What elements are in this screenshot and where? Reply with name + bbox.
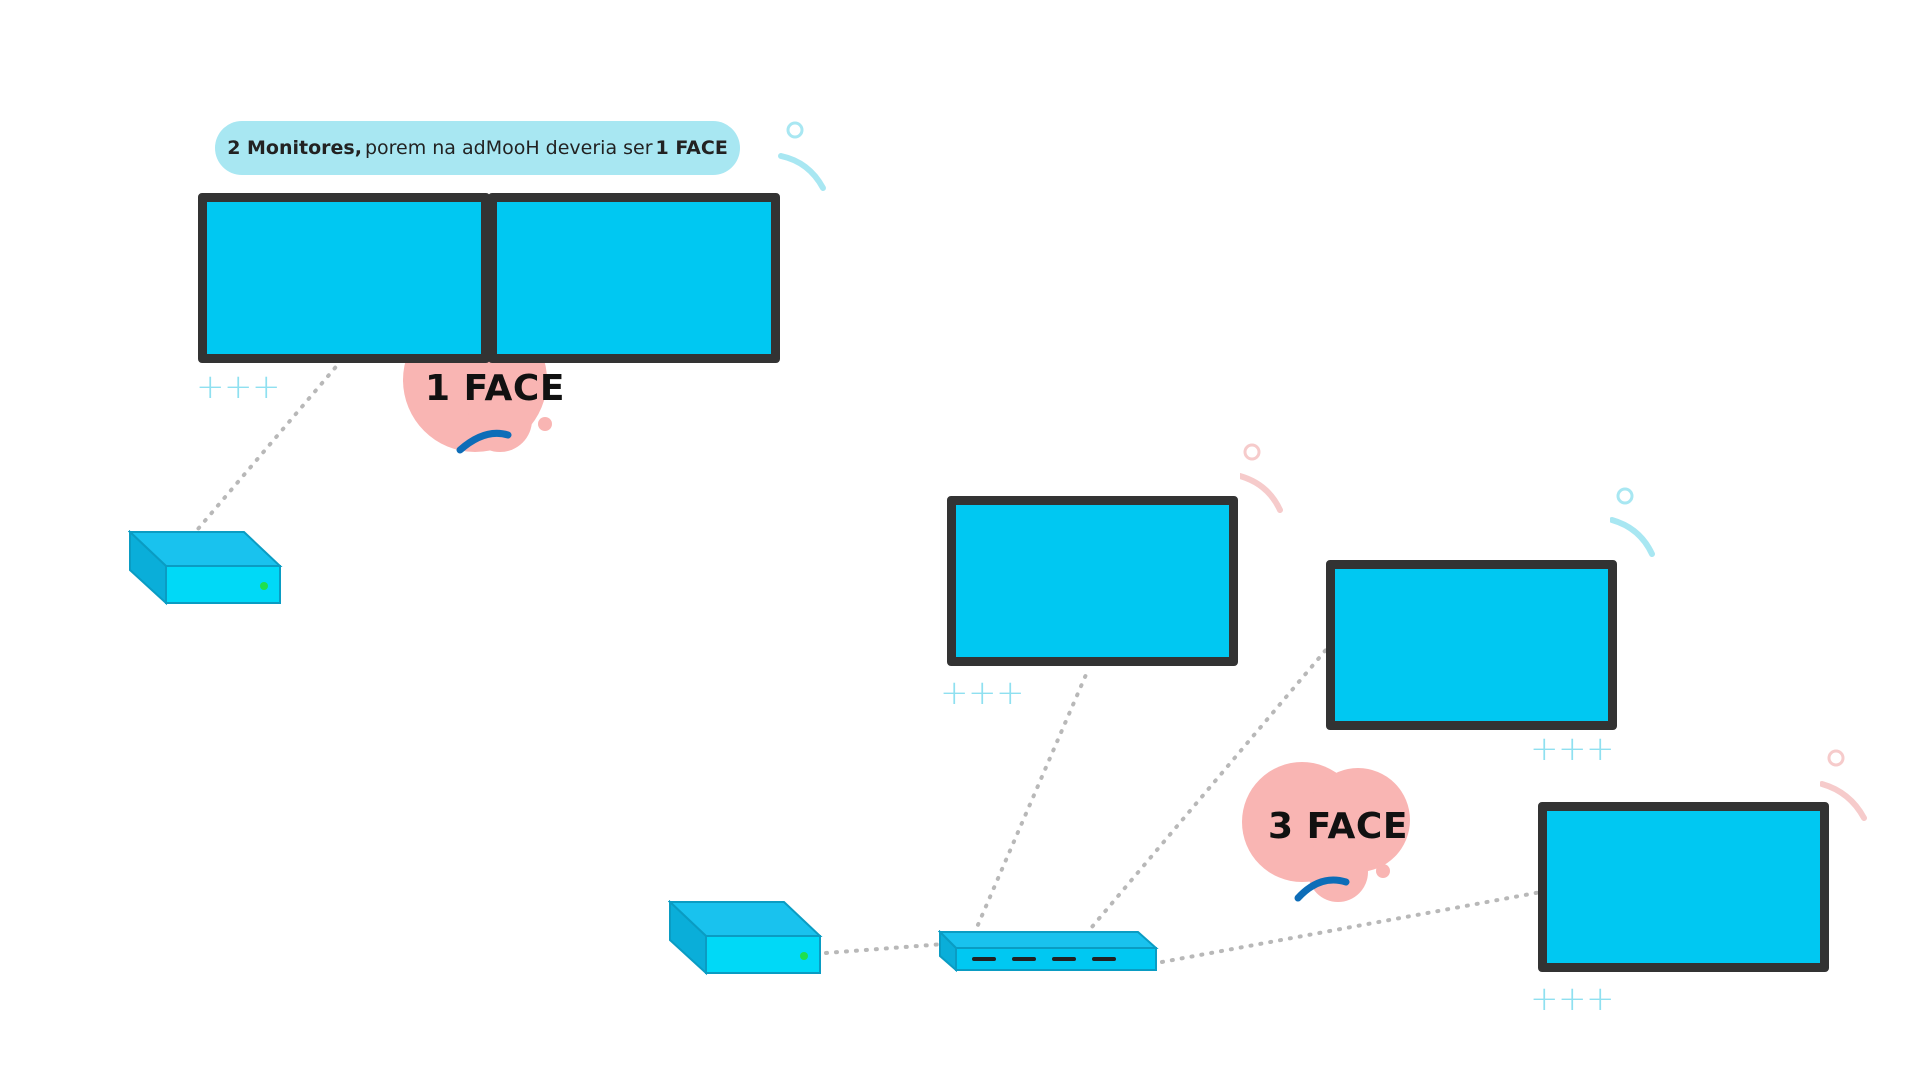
person-doodle-icon <box>778 121 826 191</box>
plus-decoration-3: +++ <box>1530 729 1617 769</box>
face-badge-bubble <box>1242 762 1410 902</box>
monitor-bottom-c <box>1538 802 1829 972</box>
person-doodle-icon <box>1820 749 1867 821</box>
connector-splitter-monitor-b <box>1084 643 1332 936</box>
player-box-icon <box>128 530 283 606</box>
plus-decoration-1: +++ <box>196 367 283 407</box>
connector-splitter-monitor-c <box>1160 888 1554 964</box>
monitor-left <box>198 193 490 363</box>
face-badge-bubble <box>403 350 552 454</box>
connector-player2-splitter <box>824 942 946 955</box>
face-badge-three: 3 FACE <box>1268 806 1408 847</box>
connector-splitter-monitor-a <box>972 668 1090 936</box>
monitor-bottom-a <box>947 496 1238 666</box>
callout-text-bold-2: 1 FACE <box>655 137 728 159</box>
plus-decoration-4: +++ <box>1530 979 1617 1019</box>
monitor-right <box>488 193 780 363</box>
person-doodle-icon <box>1610 487 1655 557</box>
face-badge-one: 1 FACE <box>425 368 565 409</box>
callout-note: 2 Monitores, porem na adMooH deveria ser… <box>215 121 740 175</box>
monitor-bottom-b <box>1326 560 1617 730</box>
plus-decoration-2: +++ <box>940 673 1027 713</box>
person-doodle-icon <box>1240 443 1283 513</box>
splitter-icon <box>938 930 1159 972</box>
player-box-icon <box>668 900 823 976</box>
callout-text-regular: porem na adMooH deveria ser <box>364 137 653 159</box>
callout-text-bold-1: 2 Monitores, <box>227 137 362 159</box>
connector-player1-monitor <box>190 360 342 538</box>
